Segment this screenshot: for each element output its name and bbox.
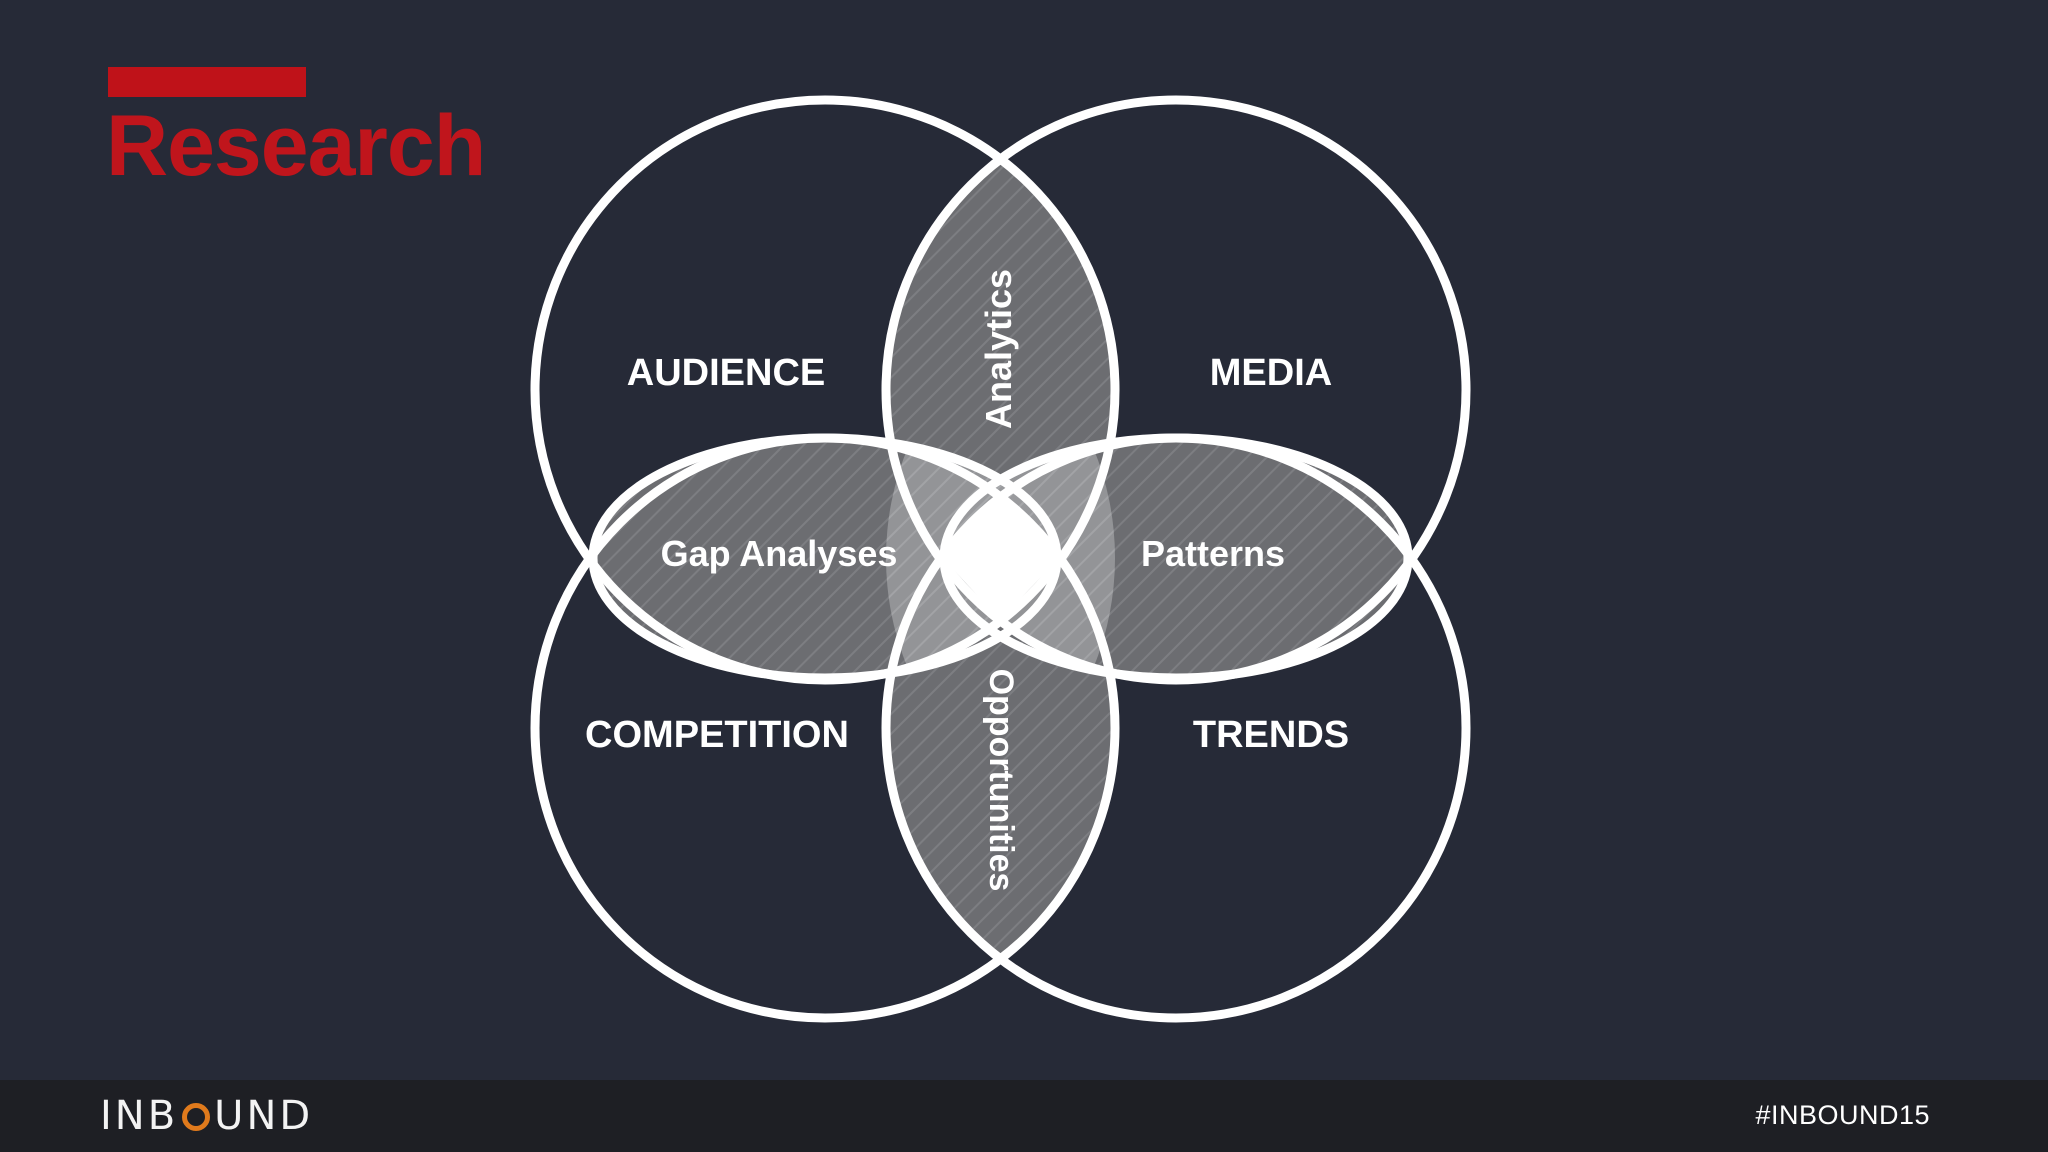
ellipse-gap-analyses	[588, 433, 1062, 683]
label-opportunities: Opportunities	[982, 669, 1020, 892]
label-trends: TRENDS	[1193, 714, 1349, 756]
slide-title: Research	[106, 98, 486, 194]
inbound-logo: INB UND	[100, 1093, 314, 1139]
footer-bar: INB UND #INBOUND15	[0, 1080, 2048, 1152]
venn-outlines	[530, 95, 1471, 1023]
event-hashtag: #INBOUND15	[1755, 1100, 1930, 1130]
label-patterns: Patterns	[1141, 533, 1285, 574]
ellipse-patterns	[939, 433, 1413, 683]
logo-text-start: INB	[100, 1093, 179, 1139]
logo-text-end: UND	[214, 1093, 314, 1139]
logo-ring-icon	[182, 1103, 211, 1131]
title-accent-bar	[108, 67, 306, 97]
label-audience: AUDIENCE	[627, 352, 825, 394]
venn-diagram: AUDIENCE MEDIA COMPETITION TRENDS Gap An…	[530, 95, 1471, 1023]
label-competition: COMPETITION	[585, 714, 849, 756]
label-gap-analyses: Gap Analyses	[661, 533, 898, 574]
label-analytics: Analytics	[978, 269, 1019, 429]
label-media: MEDIA	[1210, 352, 1332, 394]
